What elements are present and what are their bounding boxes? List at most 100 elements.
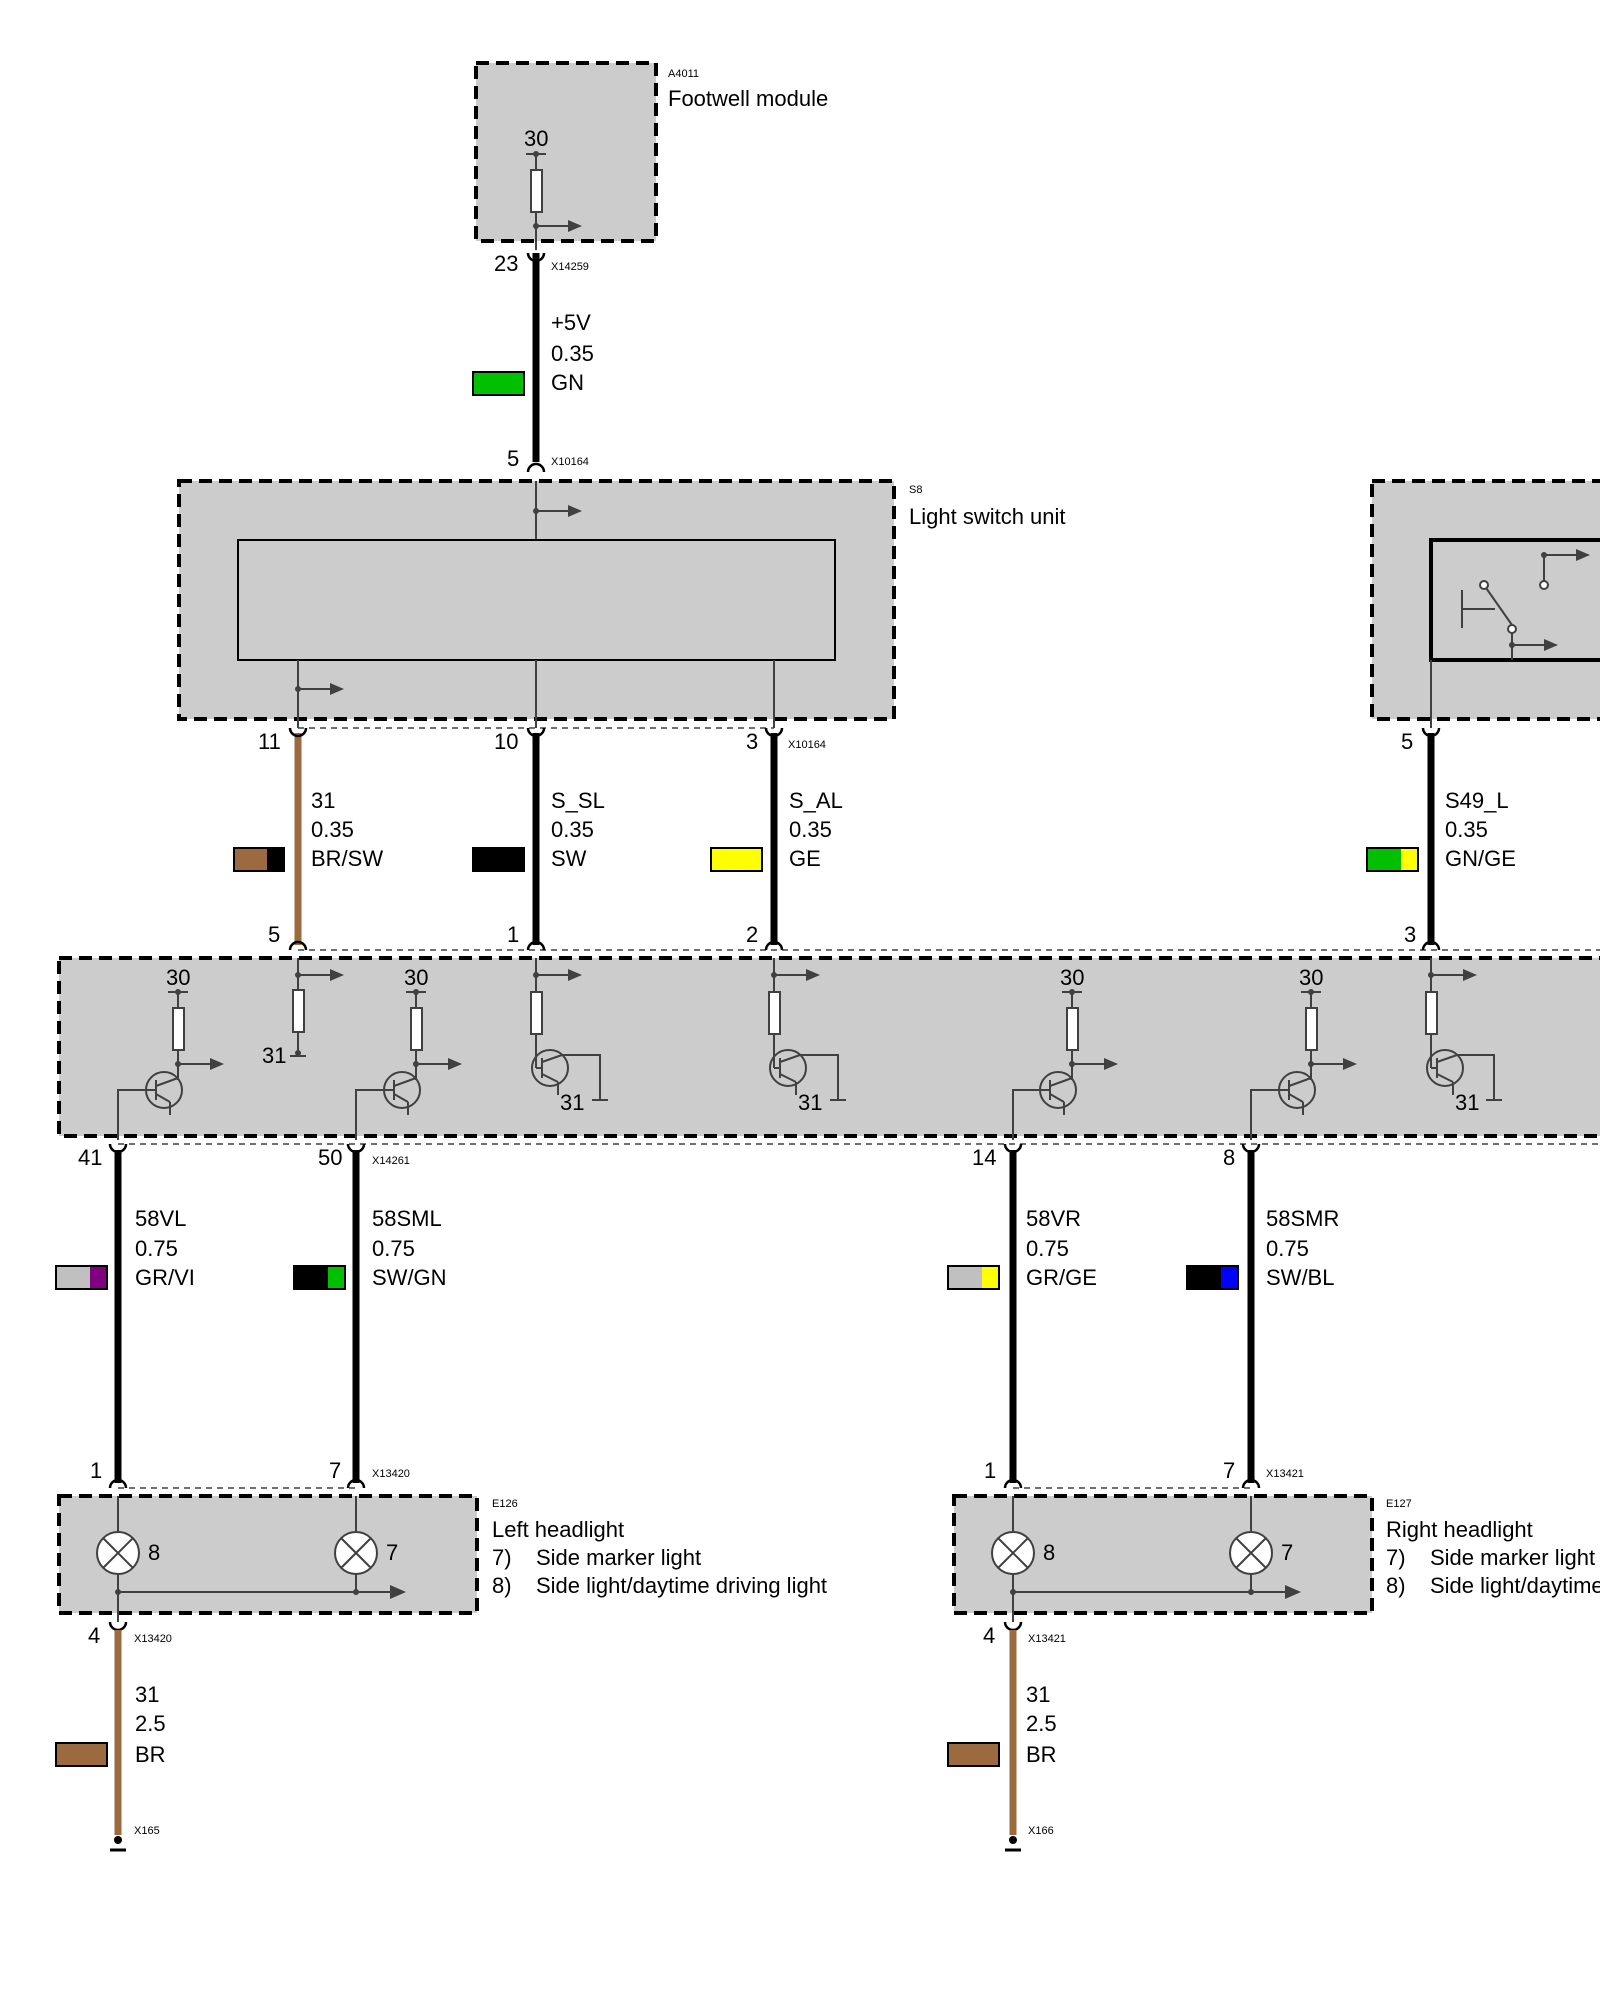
footwell-connector: X14259 <box>551 261 589 273</box>
wire-58sml-size: 0.75 <box>372 1236 415 1261</box>
right-headlight-pin-7: 7 <box>1223 1458 1235 1483</box>
left-headlight-connector: X13420 <box>372 1468 410 1480</box>
right-lamp-7-label: 7 <box>1281 1540 1293 1565</box>
wire-5v-signal: +5V <box>551 310 591 335</box>
center-ground-input <box>290 958 345 1057</box>
wire-ssl-swatch <box>472 847 525 872</box>
wire-58vl-swatch <box>55 1265 108 1290</box>
lsu-code: S8 <box>909 484 922 496</box>
right-headlight-connector: X13421 <box>1266 1468 1304 1480</box>
wire-31a-signal: 31 <box>311 788 335 813</box>
wire-58smr-color: SW/BL <box>1266 1265 1334 1290</box>
left-lamp-7-label: 7 <box>386 1540 398 1565</box>
input-s49-ground: 31 <box>1455 1090 1479 1115</box>
wire-58vl-color: GR/VI <box>135 1265 195 1290</box>
left-headlight-code: E126 <box>492 1498 518 1510</box>
driver-58vl-supply: 30 <box>166 965 190 990</box>
input-stage-sal <box>768 958 846 1101</box>
right-headlight-code: E127 <box>1386 1498 1412 1510</box>
wire-5v-size: 0.35 <box>551 341 594 366</box>
lsu-top-connector: X10164 <box>551 456 589 468</box>
wire-s49-swatch <box>1366 847 1419 872</box>
wire-gl-swatch <box>55 1742 108 1767</box>
center-pin-8: 8 <box>1223 1145 1235 1170</box>
wire-ssl-signal: S_SL <box>551 788 605 813</box>
center-ground-label: 31 <box>262 1043 286 1068</box>
center-pin-3: 3 <box>1404 922 1416 947</box>
ground-right <box>1005 1836 1021 1852</box>
driver-58sml <box>355 989 463 1140</box>
lsu-pin-10: 10 <box>494 729 518 754</box>
wire-58vr-swatch <box>947 1265 1000 1290</box>
right-legend-7-text: Side marker light <box>1430 1545 1595 1570</box>
left-legend-7-num: 7) <box>492 1545 512 1570</box>
right-switch-pin-5: 5 <box>1401 729 1413 754</box>
wire-58sml-color: SW/GN <box>372 1265 447 1290</box>
right-headlight-name: Right headlight <box>1386 1517 1533 1542</box>
footwell-pin-30: 30 <box>524 126 548 151</box>
left-headlight-pin-1: 1 <box>90 1458 102 1483</box>
right-headlight[interactable] <box>952 1494 1374 1622</box>
wire-31a-color: BR/SW <box>311 846 383 871</box>
lsu-pin-11: 11 <box>258 729 281 754</box>
footwell-module[interactable] <box>474 61 658 250</box>
wire-s49-signal: S49_L <box>1445 788 1509 813</box>
left-headlight-top-pins: 1 7 <box>90 1458 341 1483</box>
wire-58vr-color: GR/GE <box>1026 1265 1097 1290</box>
center-control-unit[interactable] <box>57 956 1600 1138</box>
left-legend-8-text: Side light/daytime driving light <box>536 1573 827 1598</box>
lsu-bottom-pins: 11 10 3 <box>258 729 758 754</box>
center-top-pins: 5 1 2 3 <box>268 922 1416 947</box>
wire-s49-color: GN/GE <box>1445 846 1516 871</box>
driver-58smr <box>1250 989 1358 1140</box>
center-pin-41: 41 <box>78 1145 102 1170</box>
wire-gr-size: 2.5 <box>1026 1711 1057 1736</box>
wire-sal-signal: S_AL <box>789 788 843 813</box>
wire-gr-color: BR <box>1026 1742 1057 1767</box>
wire-31a-swatch <box>233 847 285 872</box>
input-stage-s49 <box>1425 958 1502 1101</box>
center-bottom-pins: 41 50 14 8 <box>78 1145 1235 1170</box>
wire-58vr-size: 0.75 <box>1026 1236 1069 1261</box>
left-lamp-8-label: 8 <box>148 1540 160 1565</box>
wire-5v-swatch <box>472 371 525 396</box>
wire-31a-size: 0.35 <box>311 817 354 842</box>
wire-gl-signal: 31 <box>135 1682 159 1707</box>
right-switch-module[interactable] <box>1370 479 1600 728</box>
center-top-pin-caps <box>288 940 1441 951</box>
center-pin-14: 14 <box>972 1145 996 1170</box>
wire-58vl-size: 0.75 <box>135 1236 178 1261</box>
light-switch-unit[interactable] <box>177 479 896 728</box>
lsu-top-pin: 5 <box>507 446 519 471</box>
wire-5v-color: GN <box>551 370 584 395</box>
left-headlight-bottom-pin: 4 <box>88 1623 100 1648</box>
wire-ssl-size: 0.35 <box>551 817 594 842</box>
center-bottom-connector: X14261 <box>372 1155 410 1167</box>
wire-sal-swatch <box>710 847 763 872</box>
footwell-conn-pin: 23 <box>494 251 518 276</box>
driver-58sml-supply: 30 <box>404 965 428 990</box>
driver-58vl <box>117 989 225 1140</box>
wire-sal-size: 0.35 <box>789 817 832 842</box>
driver-58vr <box>1012 989 1119 1140</box>
wire-58vr-signal: 58VR <box>1026 1206 1081 1231</box>
footwell-module-code: A4011 <box>668 68 699 80</box>
right-legend-8-num: 8) <box>1386 1573 1406 1598</box>
center-pin-2: 2 <box>746 922 758 947</box>
driver-58smr-supply: 30 <box>1299 965 1323 990</box>
wire-gr-signal: 31 <box>1026 1682 1050 1707</box>
lsu-name: Light switch unit <box>909 504 1066 529</box>
input-sal-ground: 31 <box>798 1090 822 1115</box>
left-legend-8-num: 8) <box>492 1573 512 1598</box>
wire-58smr-signal: 58SMR <box>1266 1206 1339 1231</box>
center-pin-50: 50 <box>318 1145 342 1170</box>
wire-s49-size: 0.35 <box>1445 817 1488 842</box>
wire-58vl-signal: 58VL <box>135 1206 186 1231</box>
right-lamp-8-label: 8 <box>1043 1540 1055 1565</box>
center-bottom-pin-caps <box>108 1143 1261 1154</box>
wire-58sml-signal: 58SML <box>372 1206 442 1231</box>
left-headlight[interactable] <box>57 1494 479 1622</box>
right-headlight-top-pins: 1 7 <box>984 1458 1235 1483</box>
wire-sal-color: GE <box>789 846 821 871</box>
input-ssl-ground: 31 <box>560 1090 584 1115</box>
